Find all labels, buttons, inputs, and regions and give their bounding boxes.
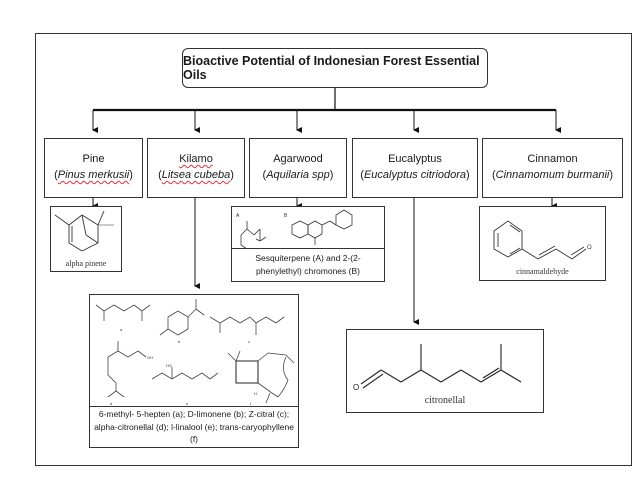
label-d: d: [110, 401, 112, 406]
structure-kilamo: a b c d e f OH HO H: [89, 294, 299, 408]
structure-alpha-pinene: alpha pinene: [50, 206, 122, 272]
kilamo-molecules: a b c d e f OH HO H: [95, 299, 295, 406]
category-pine: Pine (Pinus merkusii): [44, 138, 143, 198]
kilamo-caption: 6-methyl- 5-hepten (a); D-limonene (b); …: [89, 406, 299, 448]
label-f: f: [250, 401, 252, 406]
alpha-pinene-molecule: [54, 210, 114, 252]
molecule-e: [151, 367, 219, 380]
category-eucalyptus: Eucalyptus (Eucalyptus citriodora): [352, 138, 478, 198]
molecule-a: [95, 304, 151, 321]
citronellal-molecule: O: [353, 344, 522, 392]
category-kilamo: Kilamo (Litsea cubeba): [147, 138, 245, 198]
category-name: Kilamo: [179, 153, 213, 166]
molecule-f: [227, 350, 295, 404]
h-atom: H: [254, 391, 257, 396]
label-e: e: [186, 401, 189, 406]
molecule-d: [107, 341, 147, 398]
category-cinnamon: Cinnamon (Cinnamomum burmanii): [482, 138, 623, 198]
label-a: A: [236, 213, 240, 219]
oh-atom: OH: [147, 355, 153, 360]
category-scientific: (Aquilaria spp): [262, 169, 334, 181]
oxygen-atom: O: [587, 245, 592, 251]
structure-citronellal: O citronellal: [346, 329, 544, 413]
chromone-molecule: [291, 209, 353, 245]
agarwood-caption: Sesquiterpene (A) and 2-(2-phenylethyl) …: [231, 248, 385, 282]
label-b: b: [178, 339, 181, 344]
category-scientific: (Litsea cubeba): [158, 169, 234, 181]
label-a: a: [120, 327, 123, 332]
title-text: Bioactive Potential of Indonesian Forest…: [183, 54, 480, 82]
oxygen-atom: O: [353, 383, 359, 392]
diagram-title: Bioactive Potential of Indonesian Forest…: [182, 48, 488, 88]
category-name: Cinnamon: [527, 153, 578, 166]
category-scientific: (Cinnamomum burmanii): [491, 169, 614, 181]
category-name: Eucalyptus: [388, 153, 442, 166]
diagram-frame: [35, 33, 632, 466]
category-name: Agarwood: [273, 153, 323, 166]
category-agarwood: Agarwood (Aquilaria spp): [249, 138, 347, 198]
cinnamaldehyde-caption: cinnamaldehyde: [516, 267, 569, 276]
label-b: B: [284, 213, 288, 219]
ho-atom: HO: [166, 363, 172, 368]
category-name: Pine: [82, 153, 105, 166]
structure-agarwood: A B: [231, 206, 385, 250]
cinnamaldehyde-molecule: O: [493, 220, 592, 260]
agarwood-molecules: A B: [236, 209, 353, 250]
alpha-pinene-caption: alpha pinene: [65, 259, 107, 268]
structure-cinnamaldehyde: O cinnamaldehyde: [479, 206, 606, 281]
category-scientific: (Eucalyptus citriodora): [360, 169, 470, 181]
label-c: c: [248, 339, 250, 344]
citronellal-caption: citronellal: [424, 395, 466, 406]
molecule-c: [209, 316, 285, 335]
category-scientific: (Pinus merkusii): [54, 169, 133, 181]
molecule-b: [159, 299, 205, 336]
sesquiterpene-molecule: [240, 221, 267, 250]
